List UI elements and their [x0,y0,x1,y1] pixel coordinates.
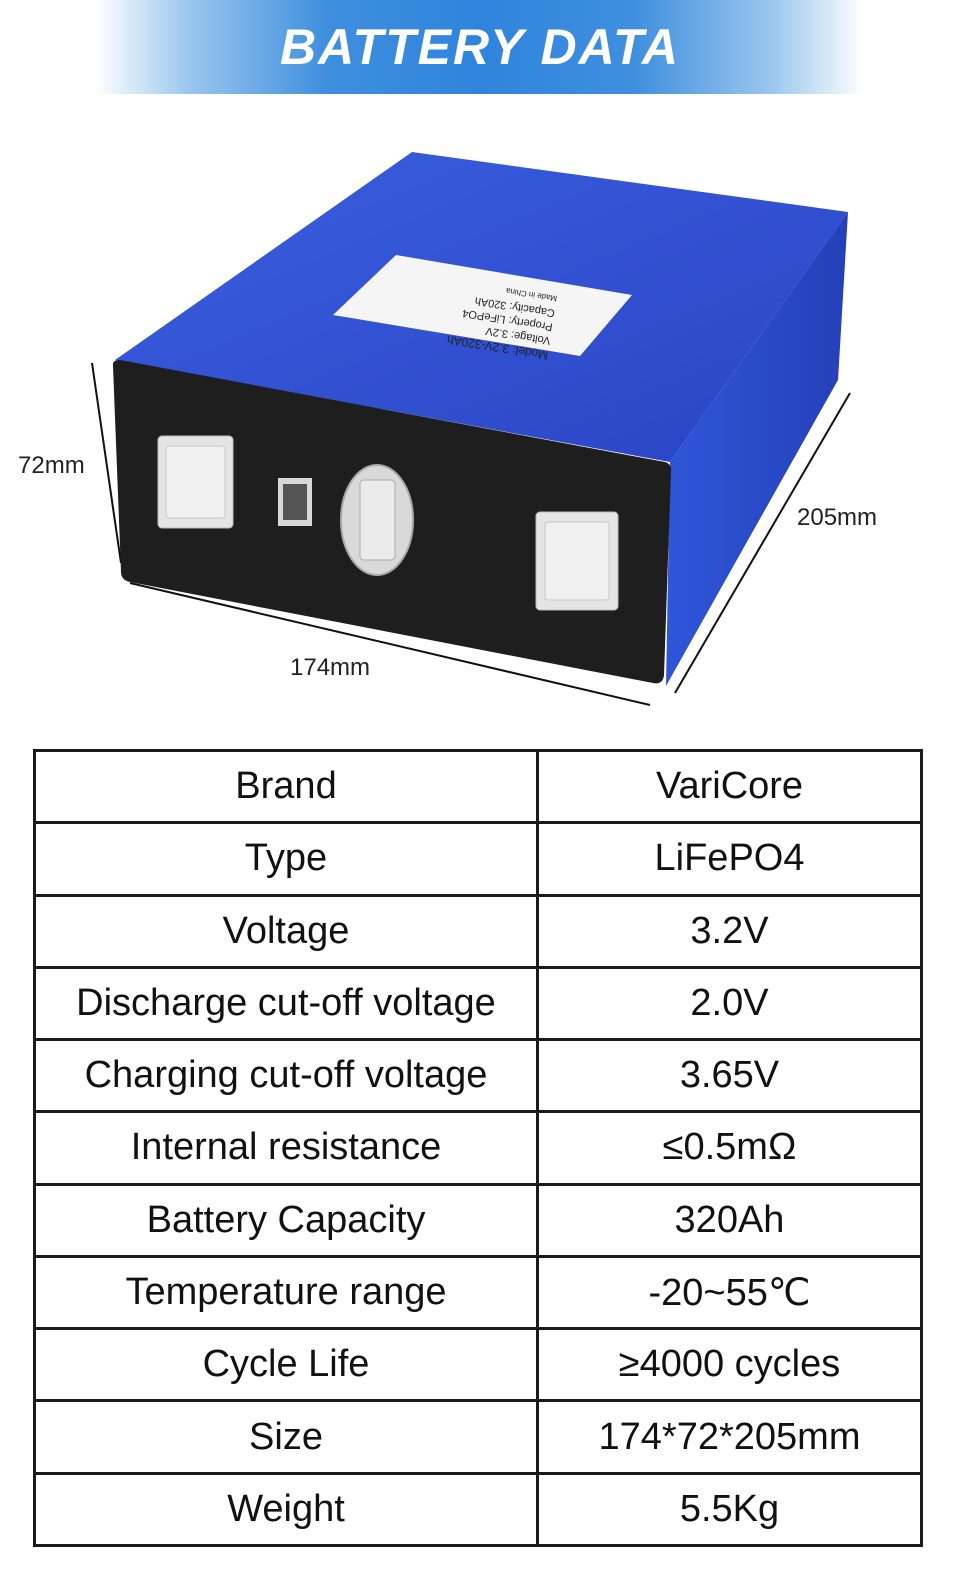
title-banner: BATTERY DATA [95,0,865,94]
spec-value: 5.5Kg [536,1471,923,1548]
spec-value: 3.65V [536,1038,923,1114]
battery-illustration: Model: 3.2V-320Ah Voltage: 3.2V Property… [91,152,851,706]
spec-value: -20~55℃ [536,1254,923,1331]
depth-dimension-label: 205mm [797,504,878,531]
spec-value: 2.0V [536,965,923,1042]
height-dimension-label: 72mm [18,452,85,479]
spec-label: Weight [33,1471,539,1548]
spec-label: Discharge cut-off voltage [33,965,539,1042]
spec-label: Size [33,1399,539,1475]
table-row: Temperature range-20~55℃ [33,1254,923,1331]
battery-label [333,255,632,356]
spec-label: Internal resistance [33,1110,539,1186]
spec-value: ≤0.5mΩ [536,1110,923,1186]
spec-value: 174*72*205mm [536,1399,923,1475]
spec-value: LiFePO4 [536,821,923,897]
spec-label: Temperature range [33,1254,539,1331]
table-row: Internal resistance≤0.5mΩ [33,1110,923,1186]
height-dimension-line [91,362,122,564]
battery-side-face [666,212,848,686]
spec-value: 320Ah [536,1182,923,1258]
spec-label: Cycle Life [33,1327,539,1403]
spec-value: 3.2V [536,893,923,969]
spec-value: ≥4000 cycles [536,1327,923,1403]
spec-label: Brand [33,748,539,825]
width-dimension-label: 174mm [290,654,371,681]
spec-label: Charging cut-off voltage [33,1038,539,1114]
width-dimension-line [129,582,651,706]
table-row: Cycle Life≥4000 cycles [33,1327,923,1403]
spec-label: Voltage [33,893,539,969]
spec-label: Type [33,821,539,897]
spec-value: VariCore [536,748,923,825]
spec-label: Battery Capacity [33,1182,539,1258]
depth-dimension-line [674,392,851,694]
banner-title: BATTERY DATA [280,19,680,75]
